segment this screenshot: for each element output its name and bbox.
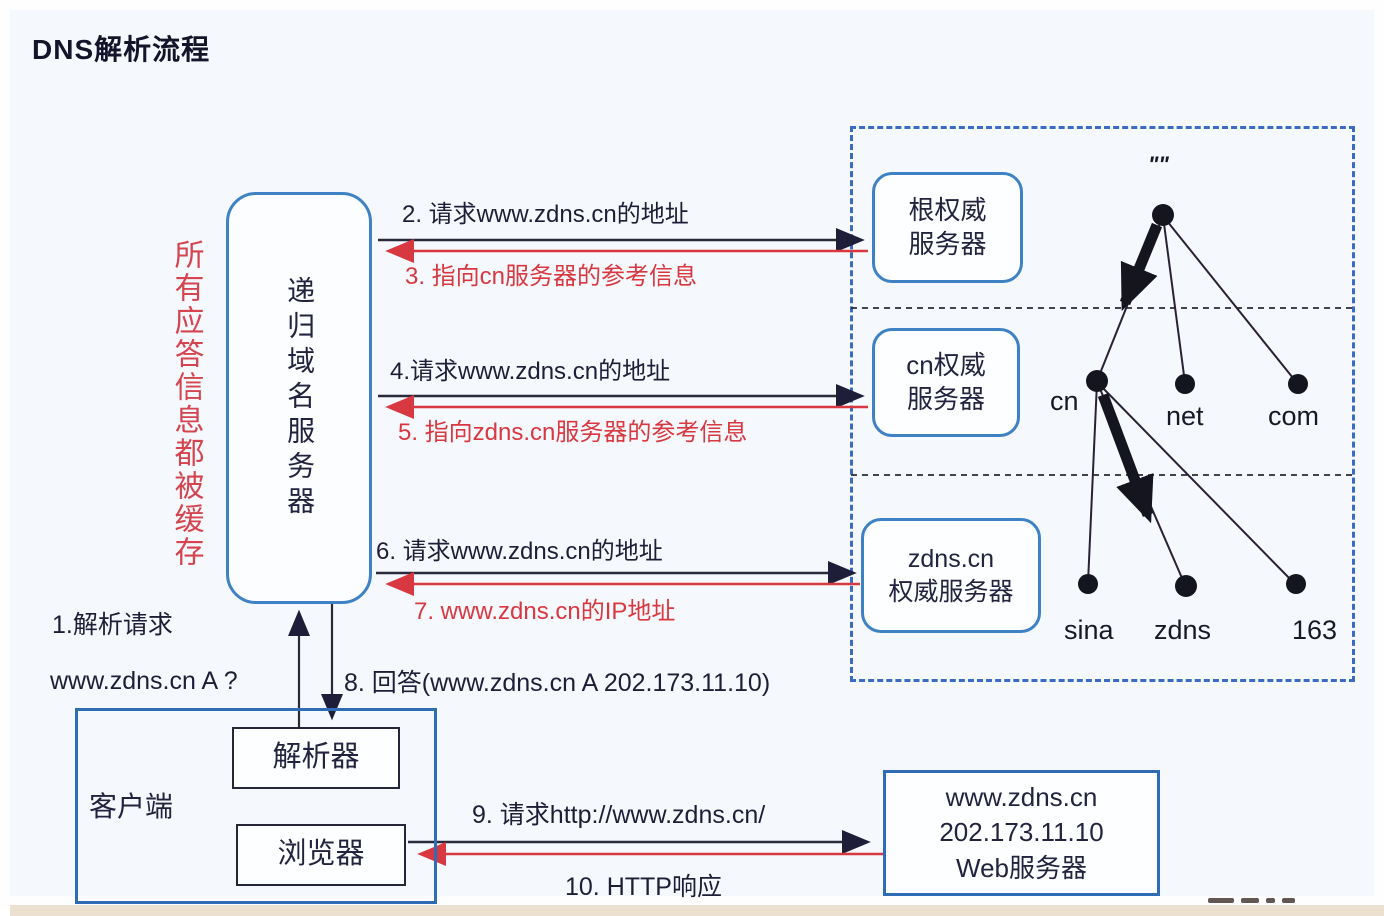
recursive-dns-server-box: 递归域名服务器 bbox=[226, 192, 372, 604]
msg-8-label: 8. 回答(www.zdns.cn A 202.173.11.10) bbox=[344, 669, 771, 697]
msg-10-label: 10. HTTP响应 bbox=[565, 873, 722, 901]
zdns-authoritative-server-label-line1: zdns.cn bbox=[907, 545, 995, 573]
root-authoritative-server-box: 根权威 服务器 bbox=[872, 172, 1023, 283]
cn-authoritative-server-label-line1: cn权威 bbox=[906, 349, 986, 380]
client-label: 客户端 bbox=[89, 791, 174, 822]
msg-6-label: 6. 请求www.zdns.cn的地址 bbox=[376, 538, 663, 565]
recursive-dns-server-label: 递归域名服务器 bbox=[284, 275, 316, 521]
msg-2-label: 2. 请求www.zdns.cn的地址 bbox=[402, 201, 689, 228]
msg-4-label: 4.请求www.zdns.cn的地址 bbox=[390, 358, 671, 385]
watermark-fragment bbox=[1208, 898, 1328, 908]
cn-authoritative-server-box: cn权威 服务器 bbox=[872, 328, 1020, 437]
web-server-box: www.zdns.cn 202.173.11.10 Web服务器 bbox=[883, 770, 1160, 896]
msg-9-label: 9. 请求http://www.zdns.cn/ bbox=[472, 801, 766, 829]
tree-label-zdns: zdns bbox=[1154, 615, 1212, 645]
tree-label-cn: cn bbox=[1050, 386, 1079, 416]
cn-authoritative-server-label-line2: 服务器 bbox=[906, 383, 985, 414]
zdns-authoritative-server-box: zdns.cn 权威服务器 bbox=[861, 518, 1041, 633]
bottom-strip bbox=[10, 905, 1384, 916]
resolver-label: 解析器 bbox=[272, 741, 360, 774]
tree-label-com: com bbox=[1268, 401, 1320, 431]
page-title: DNS解析流程 bbox=[32, 34, 211, 65]
web-server-domain: www.zdns.cn bbox=[945, 782, 1098, 813]
root-authoritative-server-label-line2: 服务器 bbox=[908, 228, 987, 259]
msg-1-line1-label: 1.解析请求 bbox=[52, 611, 173, 639]
tree-root-label: "" bbox=[1148, 152, 1169, 177]
msg-1-line2-label: www.zdns.cn A ? bbox=[50, 667, 238, 695]
msg-7-label: 7. www.zdns.cn的IP地址 bbox=[414, 598, 676, 625]
root-authoritative-server-label-line1: 根权威 bbox=[908, 194, 987, 225]
cache-note: 所有应答信息都被缓存 bbox=[169, 239, 203, 569]
browser-box: 浏览器 bbox=[236, 824, 406, 886]
msg-3-label: 3. 指向cn服务器的参考信息 bbox=[405, 263, 698, 290]
web-server-label: Web服务器 bbox=[956, 852, 1087, 883]
tree-label-net: net bbox=[1166, 401, 1204, 431]
tree-label-sina: sina bbox=[1064, 615, 1114, 645]
tree-label-163: 163 bbox=[1292, 615, 1338, 645]
resolver-box: 解析器 bbox=[232, 727, 400, 789]
browser-label: 浏览器 bbox=[277, 838, 365, 871]
zdns-authoritative-server-label-line2: 权威服务器 bbox=[888, 577, 1014, 606]
msg-5-label: 5. 指向zdns.cn服务器的参考信息 bbox=[398, 419, 748, 446]
web-server-ip: 202.173.11.10 bbox=[939, 817, 1104, 848]
client-box bbox=[75, 708, 437, 904]
